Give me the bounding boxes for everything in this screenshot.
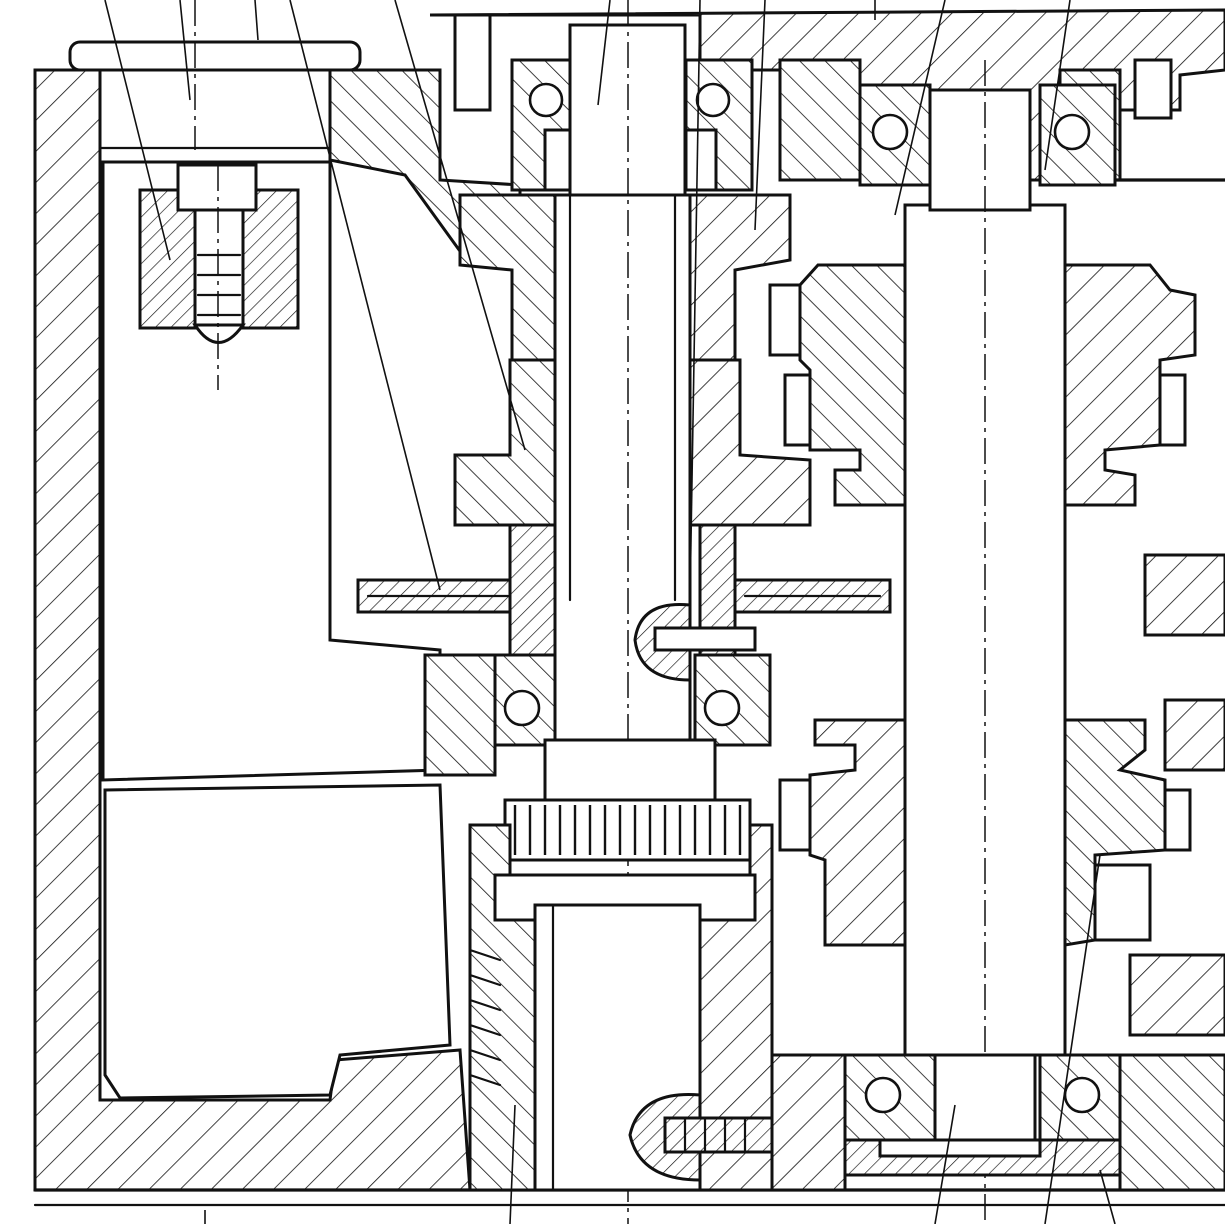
ball-bearing-right-bottom: [770, 1053, 1225, 1192]
leader-lines: [104, 0, 1116, 1224]
right-gear-cluster-lower: [778, 718, 1192, 947]
ball-bearing-upper-right: [684, 58, 754, 192]
key-pin-middle: [633, 602, 757, 682]
right-gear-cluster-upper: [768, 263, 1197, 507]
spur-gear-teeth: [503, 738, 752, 862]
stepped-collar: [453, 358, 812, 527]
lower-retainer-plate: [843, 1138, 1122, 1177]
threaded-bushing: [138, 163, 300, 390]
ball-bearing-right-top: [858, 83, 1117, 187]
ball-bearing-upper-left: [510, 58, 577, 192]
right-edge-blocks: [1128, 553, 1225, 1037]
ball-bearing-mid-left: [423, 653, 557, 777]
ball-bearing-mid-right: [693, 653, 772, 747]
set-screw-lower: [628, 1093, 787, 1182]
right-vertical-shaft: [903, 60, 1067, 1224]
